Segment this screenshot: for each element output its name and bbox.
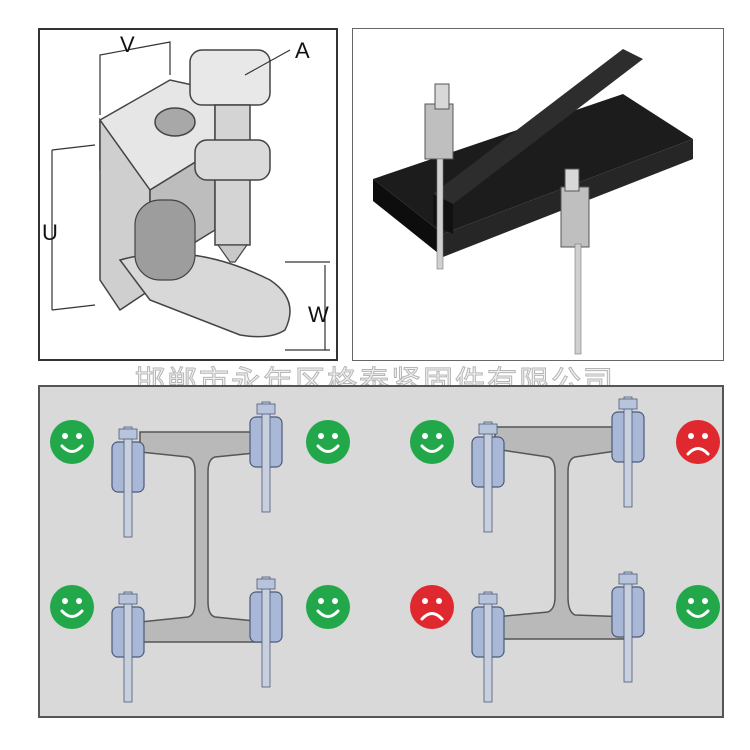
dimension-lines bbox=[51, 41, 330, 351]
rail-with-clamps-drawing bbox=[373, 49, 693, 355]
happy-face-icon bbox=[306, 420, 350, 464]
beam-clamp-8 bbox=[611, 571, 645, 683]
happy-face-icon bbox=[50, 585, 94, 629]
i-beam-right bbox=[494, 426, 631, 640]
beam-clamp-3 bbox=[111, 591, 145, 703]
beam-clamp-6 bbox=[611, 396, 645, 508]
beam-clamp-7 bbox=[471, 591, 505, 703]
happy-face-icon bbox=[410, 420, 454, 464]
label-a: A bbox=[295, 38, 310, 63]
beam-clamp-2 bbox=[249, 401, 283, 513]
label-w: W bbox=[308, 302, 329, 327]
beam-clamp-4 bbox=[249, 576, 283, 688]
i-beam-left bbox=[139, 431, 266, 643]
happy-face-icon bbox=[306, 585, 350, 629]
label-u: U bbox=[42, 220, 58, 245]
rail-photo-panel bbox=[352, 28, 724, 361]
beam-clamp-body bbox=[99, 79, 291, 338]
beam-clamp-1 bbox=[111, 426, 145, 538]
happy-face-icon bbox=[50, 420, 94, 464]
t-rail bbox=[373, 49, 693, 257]
label-v: V bbox=[120, 32, 135, 57]
sad-face-icon bbox=[676, 420, 720, 464]
clamp-dimension-panel: A V U W bbox=[38, 28, 338, 361]
happy-face-icon bbox=[676, 585, 720, 629]
sad-face-icon bbox=[410, 585, 454, 629]
usage-guide-panel bbox=[38, 385, 724, 718]
rail-clamp-left bbox=[424, 83, 454, 270]
rail-clamp-right bbox=[560, 168, 590, 355]
usage-guide-drawing bbox=[50, 396, 720, 703]
beam-clamp-5 bbox=[471, 421, 505, 533]
clamp-dimension-drawing: A V U W bbox=[42, 32, 330, 351]
bolt-a bbox=[189, 49, 291, 263]
